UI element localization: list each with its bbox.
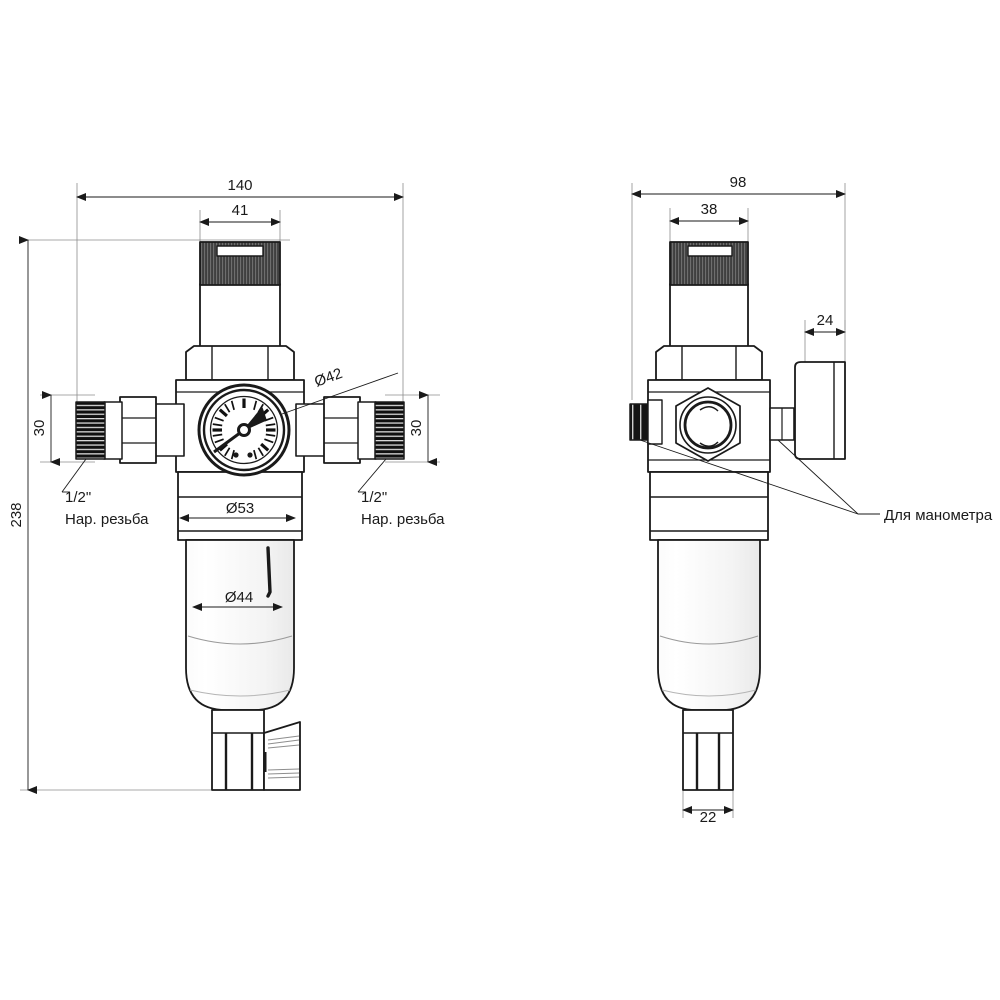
callout-left-thread-type: Нар. резьба xyxy=(65,511,149,528)
dim-overall-width-140: 140 xyxy=(227,177,252,194)
dim-overall-height-238: 238 xyxy=(8,502,25,527)
callout-left-thread-size: 1/2" xyxy=(65,489,91,506)
gauge-dot-left xyxy=(233,452,239,458)
gauge-diameter-leader xyxy=(281,372,399,415)
dim-drain-width-22: 22 xyxy=(700,809,717,826)
side-dimension-lines xyxy=(631,190,846,814)
side-view-group: 98 38 24 22 Для манометра xyxy=(629,174,993,826)
side-left-stub xyxy=(629,403,651,441)
right-male-thread xyxy=(374,401,405,460)
side-knob-slot xyxy=(687,245,733,257)
drain-stem xyxy=(211,709,265,791)
left-arm-pipe xyxy=(151,403,185,457)
dim-side-knob-width-38: 38 xyxy=(701,201,718,218)
drain-outlet-ribs xyxy=(267,735,300,779)
dim-knob-width-41: 41 xyxy=(232,202,249,219)
knob-slot xyxy=(216,245,264,257)
dim-side-overall-width-98: 98 xyxy=(730,174,747,191)
side-filter-bowl xyxy=(657,539,761,711)
front-view-group: 140 41 30 30 238 Ø53 Ø44 Ø42 1/2" Нар. р… xyxy=(8,177,445,794)
dim-gauge-port-width-24: 24 xyxy=(817,312,834,329)
left-union-nut xyxy=(119,396,157,464)
front-dimension-labels: 140 41 30 30 238 Ø53 Ø44 xyxy=(8,177,425,606)
gauge-hub xyxy=(237,423,251,437)
callout-right-thread-size: 1/2" xyxy=(361,489,387,506)
side-knob-barrel xyxy=(669,283,749,353)
pressure-gauge xyxy=(197,383,291,477)
manometer-callout-leaders xyxy=(639,439,880,515)
gauge-dot-right xyxy=(247,452,253,458)
hex-nut xyxy=(185,345,295,381)
front-dimension-lines xyxy=(19,193,437,794)
filter-bowl xyxy=(185,539,295,711)
right-shoulder xyxy=(357,401,377,460)
side-body-geometry xyxy=(629,241,846,791)
bowl-indicator-stem xyxy=(266,546,272,598)
gauge-needle xyxy=(243,407,267,431)
dim-gauge-diameter-42: Ø42 xyxy=(312,365,344,391)
side-gauge-body xyxy=(794,361,846,460)
dim-bowl-diameter-44: Ø44 xyxy=(225,589,253,606)
side-drain-stem xyxy=(682,709,734,791)
side-body-collar xyxy=(649,471,769,541)
dim-right-port-height-30: 30 xyxy=(408,420,425,437)
right-arm-pipe xyxy=(295,403,329,457)
dim-left-port-height-30: 30 xyxy=(31,420,48,437)
front-callout-leaders xyxy=(61,458,387,493)
callout-right-thread-type: Нар. резьба xyxy=(361,511,445,528)
dim-collar-diameter-53: Ø53 xyxy=(226,500,254,517)
side-hex-nut xyxy=(655,345,763,381)
side-dimension-labels: 98 38 24 22 xyxy=(700,174,834,826)
right-union-nut xyxy=(323,396,361,464)
left-shoulder xyxy=(103,401,123,460)
knob-barrel xyxy=(199,283,281,353)
front-callout-labels: 1/2" Нар. резьба 1/2" Нар. резьба xyxy=(65,489,445,528)
callout-manometer-port: Для манометра xyxy=(884,507,993,524)
side-port-ring-inner xyxy=(683,400,733,450)
left-male-thread xyxy=(75,401,106,460)
side-left-stub-body xyxy=(647,399,663,445)
drain-outlet xyxy=(263,721,301,791)
